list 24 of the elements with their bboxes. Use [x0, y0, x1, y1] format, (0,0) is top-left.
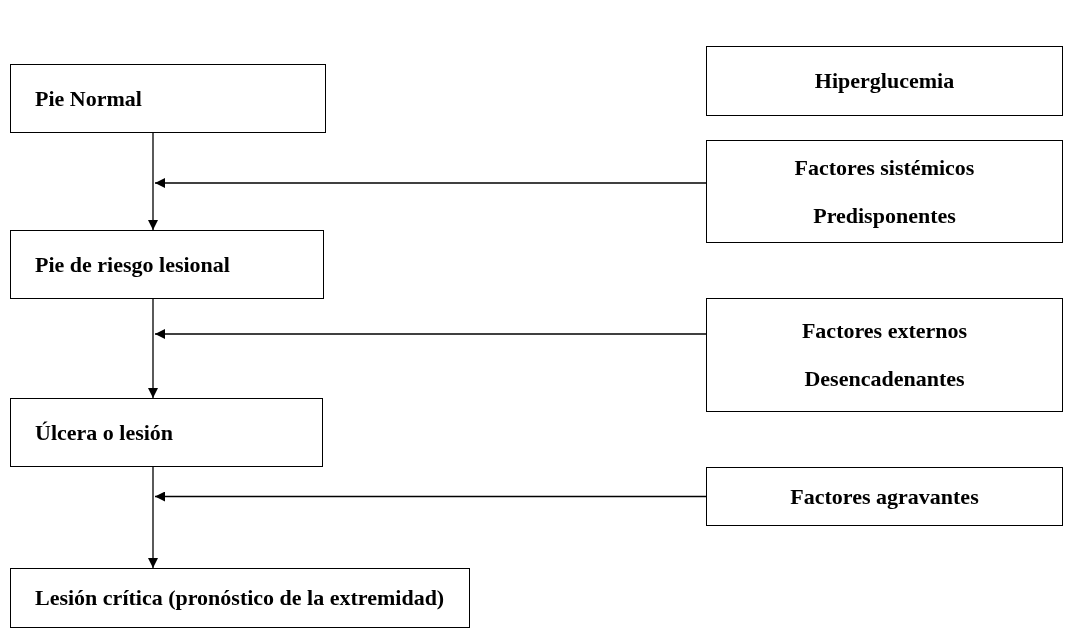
- arrow: [154, 178, 707, 188]
- box-label: Predisponentes: [813, 202, 956, 229]
- box-label: Úlcera o lesión: [35, 419, 174, 446]
- arrow: [148, 298, 158, 399]
- box-label: Lesión crítica (pronóstico de la extremidad): [35, 585, 445, 611]
- box-label: Factores externos: [801, 318, 968, 344]
- box-label: Factores agravantes: [790, 483, 979, 510]
- process-box: [706, 467, 1063, 526]
- box-label: Desencadenantes: [804, 366, 965, 392]
- process-box: [706, 46, 1063, 116]
- process-box: [10, 568, 470, 628]
- arrow: [148, 466, 158, 569]
- box-label: Pie Normal: [35, 85, 142, 112]
- process-box: [706, 298, 1063, 412]
- process-box: [10, 230, 324, 299]
- arrow: [154, 329, 707, 339]
- process-box: [706, 140, 1063, 243]
- box-label: Factores sistémicos: [794, 154, 975, 181]
- box-label: Pie de riesgo lesional: [35, 251, 230, 278]
- box-label: Hiperglucemia: [814, 68, 955, 94]
- arrow: [154, 491, 707, 502]
- arrow: [148, 132, 158, 231]
- process-box: [10, 64, 326, 133]
- process-box: [10, 398, 323, 467]
